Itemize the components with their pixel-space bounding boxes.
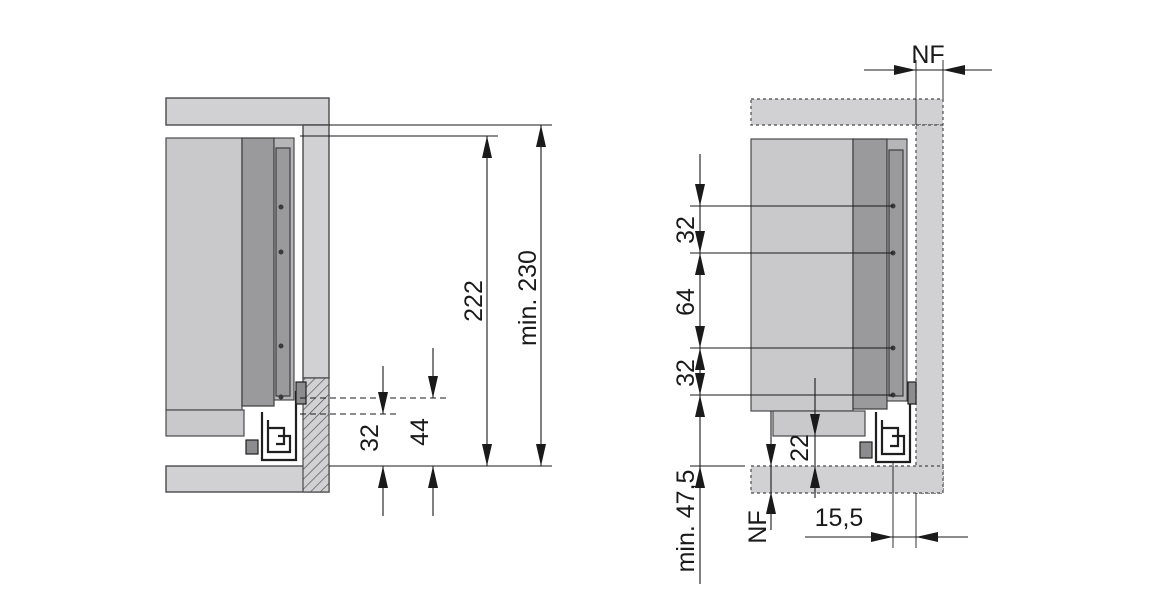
label-min-230: min. 230 [514, 250, 542, 346]
right-cabinet-bottom-panel [750, 465, 944, 494]
dimension-chain-right [695, 154, 705, 584]
right-drawer-side-inner [888, 149, 904, 397]
right-drawer-front [750, 138, 854, 412]
label-nf-top: NF [911, 41, 944, 69]
label-15-5: 15,5 [815, 504, 864, 532]
right-drawer-side [852, 138, 888, 410]
label-nf-bottom: NF [744, 510, 772, 543]
label-32-left: 32 [356, 424, 384, 452]
left-drawer-front [165, 137, 243, 411]
label-32-upper: 32 [672, 216, 700, 244]
left-drawer-side-inner [275, 147, 291, 397]
label-44: 44 [406, 418, 434, 446]
left-hole-4 [278, 394, 284, 400]
dimension-222 [482, 136, 492, 466]
left-hole-2 [278, 249, 284, 255]
left-cabinet-side-wall [302, 124, 330, 379]
dimension-44 [428, 348, 438, 516]
left-drawer-bottom-strip [165, 409, 245, 437]
right-cabinet-top-panel [750, 98, 944, 126]
right-view: NF 32 64 32 22 min. 47,5 NF 15,5 [672, 41, 992, 584]
left-hole-1 [278, 204, 284, 210]
label-min-47-5: min. 47,5 [672, 470, 700, 573]
dimension-nf-top [864, 60, 992, 125]
label-32-lower: 32 [672, 359, 700, 387]
label-64: 64 [672, 288, 700, 316]
dimension-nf-bottom [766, 411, 776, 530]
left-hole-3 [278, 343, 284, 349]
label-22: 22 [786, 434, 814, 462]
right-runner-profile [859, 381, 917, 464]
dimension-32-left [378, 366, 388, 516]
dimension-22 [810, 378, 820, 498]
left-cabinet-bottom-panel [165, 465, 330, 493]
dimension-min-230 [536, 125, 546, 466]
dimension-15-5 [805, 462, 968, 548]
left-runner-profile [245, 381, 307, 462]
left-drawer-side [241, 137, 275, 407]
left-cabinet-top-panel [165, 97, 330, 126]
left-side-wall-section [302, 377, 330, 493]
right-cabinet-side-wall [915, 124, 944, 494]
label-222: 222 [460, 280, 488, 322]
left-view: 222 min. 230 32 44 [165, 97, 552, 516]
